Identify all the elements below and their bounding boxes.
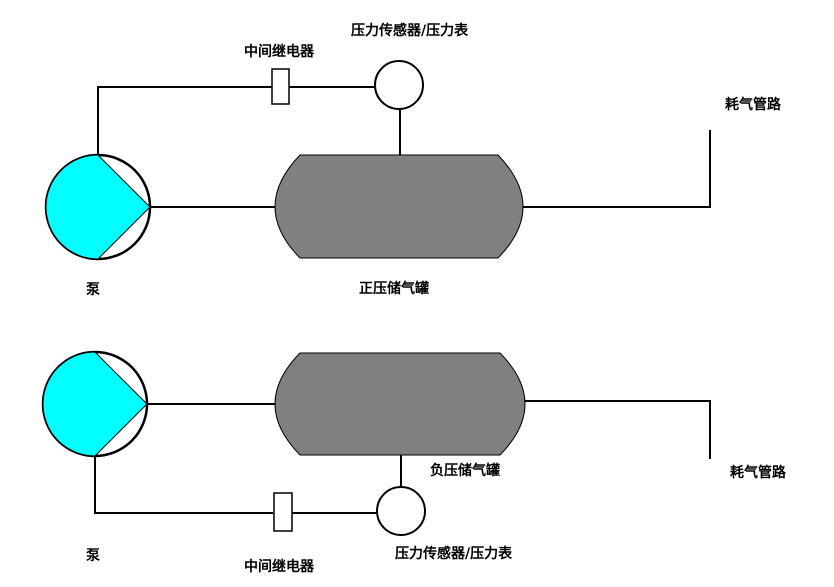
- top-tank-label: 正压储气罐: [359, 280, 429, 297]
- bottom-exhaust-label: 耗气管路: [730, 464, 787, 481]
- top-relay-label: 中间继电器: [244, 43, 315, 60]
- bottom-control-wire: [94, 455, 273, 514]
- top-positive-pressure-tank: [274, 154, 524, 259]
- bottom-relay-label: 中间继电器: [244, 558, 315, 575]
- top-pressure-gauge: [374, 60, 424, 110]
- bottom-negative-pressure-tank: [274, 352, 526, 456]
- bottom-tank-label: 负压储气罐: [430, 462, 500, 479]
- top-system: 中间继电器 压力传感器/压力表 耗气管路 泵 正压储气罐: [44, 22, 782, 298]
- top-pump-label: 泵: [86, 282, 100, 298]
- top-sensor-label: 压力传感器/压力表: [351, 22, 469, 39]
- top-exhaust-pipe: [520, 130, 711, 208]
- bottom-relay: [273, 492, 293, 532]
- bottom-sensor-label: 压力传感器/压力表: [395, 545, 513, 562]
- bottom-exhaust-pipe: [521, 400, 711, 459]
- top-exhaust-label: 耗气管路: [725, 96, 782, 113]
- bottom-pressure-gauge: [376, 486, 426, 536]
- top-control-wire: [97, 86, 272, 155]
- bottom-pump-label: 泵: [86, 548, 100, 564]
- bottom-pump-rotor: [42, 351, 148, 457]
- top-relay: [271, 68, 290, 105]
- bottom-system: 负压储气罐 耗气管路 泵 中间继电器 压力传感器/压力表: [41, 350, 787, 575]
- top-pump-rotor: [45, 154, 151, 260]
